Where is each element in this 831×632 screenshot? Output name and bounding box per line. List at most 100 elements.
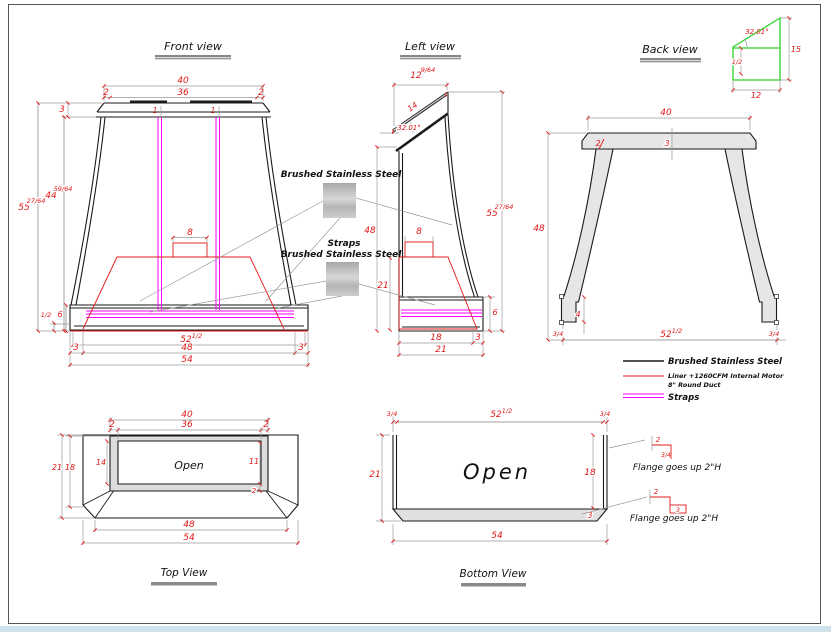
dim-fraction: 1/2 (41, 311, 51, 319)
hood-base (69, 304, 309, 331)
top-dimension-lines (59, 417, 301, 546)
legend-label: Straps (668, 393, 699, 403)
dim-label: 6 (57, 310, 62, 319)
left-body-outline (398, 92, 479, 298)
angle-label: 32.01° (397, 124, 421, 132)
dim-label: 3 (73, 343, 79, 353)
bottom-view: Open 3/4 52 1/2 3/4 21 18 3 54 2 3/4 Fla… (368, 406, 721, 587)
dim-label: 12 (410, 71, 422, 81)
dim-fraction: 1/2 (732, 58, 742, 66)
dim-label: 2 (252, 487, 257, 495)
dim-label: 48 (533, 224, 545, 234)
dim-label: 52 (660, 330, 672, 340)
left-duct-box (404, 241, 434, 258)
dim-label: 52 (490, 410, 502, 420)
dim-label: 8 (187, 228, 193, 238)
dim-label: 21 (377, 281, 388, 291)
detail-dimension-lines (730, 15, 792, 93)
hood-body-outline (70, 116, 297, 306)
hood-crown (96, 102, 271, 118)
detail-extension-lines (732, 17, 792, 93)
dim-label: 54 (181, 355, 193, 365)
bottom-walls (392, 435, 608, 509)
dim-label: 18 (430, 333, 442, 343)
window-edge-strip (0, 626, 831, 632)
dim-label: 55 (486, 209, 498, 219)
flange-note: Flange goes up 2"H (633, 463, 721, 473)
back-top-band (581, 132, 757, 150)
dim-fraction: 3/4 (769, 330, 779, 338)
dim-label: 2 (656, 436, 661, 444)
dim-label: 14 (96, 458, 106, 467)
dim-label: 36 (181, 420, 193, 430)
left-straps-lines (401, 309, 482, 317)
dim-fraction: 27/64 (27, 197, 46, 205)
dim-fraction: 3/4 (600, 410, 610, 418)
back-view-title: Back view (642, 43, 698, 56)
dim-label: 8 (416, 227, 422, 237)
dim-label: 40 (177, 76, 189, 86)
dim-label: 3 (59, 105, 65, 115)
angle-label: 32.01° (745, 28, 769, 36)
dim-label: 11 (249, 457, 259, 466)
dim-label: 21 (52, 463, 62, 472)
flange-note: Flange goes up 2"H (630, 514, 718, 524)
back-view: Back view 40 2 3 48 4 3/4 52 1/2 3/4 (532, 43, 786, 345)
drawing-frame (0, 4, 831, 632)
left-view-title: Left view (405, 40, 455, 53)
material-swatch (323, 183, 356, 218)
straps-lines (86, 117, 294, 318)
top-view: Open 40 2 36 2 21 18 14 11 2 48 54 Top V… (51, 410, 301, 586)
bottom-band (391, 508, 609, 522)
back-left-leg (560, 148, 614, 323)
left-liner-outline (398, 256, 478, 330)
open-label: Open (463, 460, 531, 484)
sheet-border (8, 4, 821, 624)
dim-fraction: 3/4 (661, 452, 671, 459)
chimney-slant-thick (395, 112, 449, 153)
grip-markers (559, 294, 779, 325)
legend-label: Brushed Stainless Steel (668, 357, 783, 367)
dim-label: 36 (177, 88, 189, 98)
corner-detail: 32.01° 15 1/2 12 (730, 15, 801, 100)
dim-label: 54 (183, 533, 195, 543)
dim-label: 2 (595, 139, 600, 148)
front-dimension-lines (35, 83, 311, 368)
top-corner-diagonals (82, 484, 299, 519)
dim-label: 14 (406, 100, 420, 113)
dim-label: 21 (369, 470, 380, 480)
dim-label: 2 (654, 488, 659, 496)
left-base (398, 296, 484, 332)
back-right-leg (724, 148, 778, 323)
material-label: Brushed Stainless Steel (281, 250, 403, 260)
dim-label: 48 (181, 343, 193, 353)
legend: Brushed Stainless Steel Liner +1260CFM I… (623, 357, 784, 403)
dim-label: 44 (45, 191, 57, 201)
flange-callout-upper: 2 3/4 Flange goes up 2"H (608, 436, 721, 473)
bottom-dimension-lines (379, 419, 610, 544)
material-callouts: Brushed Stainless Steel Straps Brushed S… (139, 170, 453, 313)
dim-label: 2 (109, 420, 115, 430)
open-label: Open (174, 459, 203, 472)
dim-fraction: 59/64 (54, 185, 73, 193)
dim-label: 2 (258, 88, 264, 98)
dim-label: 18 (65, 463, 75, 472)
material-swatch (326, 262, 359, 296)
dim-fraction: 27/64 (495, 203, 514, 211)
dim-fraction: 9/64 (421, 66, 436, 74)
top-view-title: Top View (161, 567, 208, 579)
dim-label: 15 (791, 45, 801, 54)
left-view: Left view 12 9/64 14 32.01° 8 48 21 55 (363, 40, 515, 358)
left-dimension-lines (374, 82, 505, 358)
dim-label: 54 (491, 531, 503, 541)
front-view: Front view (17, 40, 311, 368)
title-underline-bar (151, 582, 217, 586)
dim-fraction: 3/4 (553, 330, 563, 338)
dim-label: 2 (103, 88, 109, 98)
dim-label: 55 (18, 203, 30, 213)
back-dimension-lines (545, 115, 780, 343)
dim-label: 48 (364, 226, 376, 236)
strap-dim: 1 (153, 106, 158, 115)
